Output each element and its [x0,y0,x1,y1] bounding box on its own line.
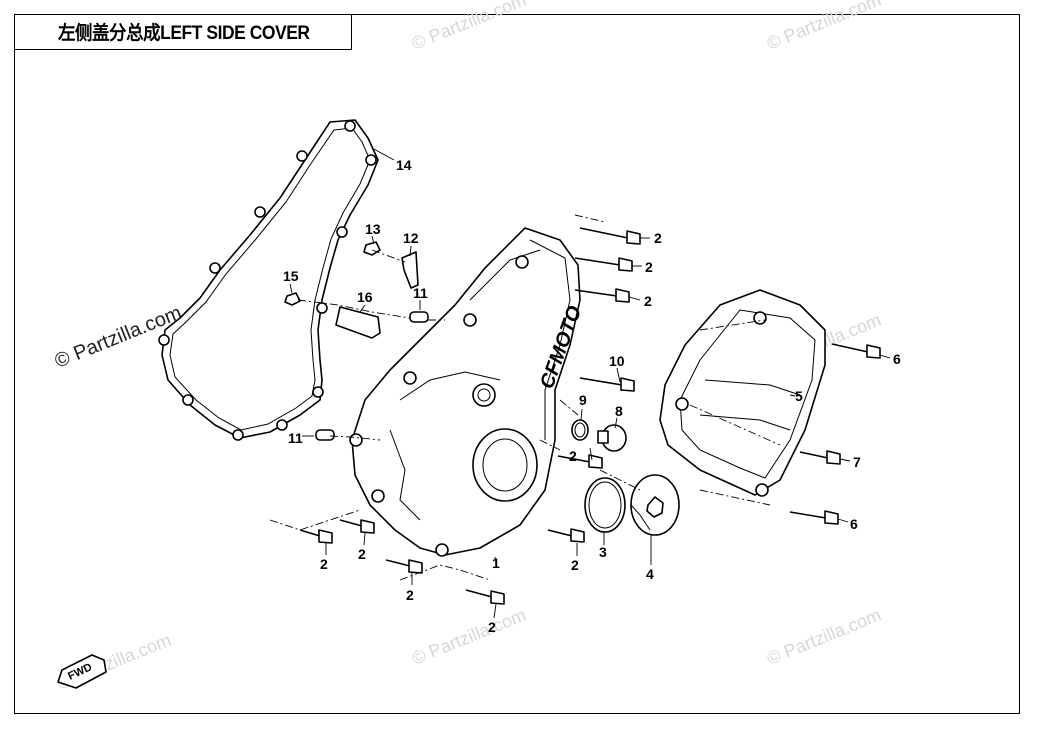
callout-3: 3 [599,544,607,560]
title-box [14,14,352,50]
plug-cap-4 [630,474,680,536]
callout-14: 14 [396,157,412,173]
callout-4: 4 [646,566,654,582]
gasket-14 [158,119,395,441]
dowel-11b [315,429,335,441]
bolt-2-b [574,257,633,272]
o-ring-3 [584,477,626,533]
callout-10: 10 [609,353,625,369]
clip-12 [401,251,419,289]
bolt-10 [579,377,635,392]
callout-13: 13 [365,221,381,237]
callout-8: 8 [615,403,623,419]
alignment-lines [269,214,781,581]
o-ring-9 [571,419,589,441]
fasteners [284,227,881,605]
callout-16: 16 [357,289,373,305]
watermark: © Partzilla.com [409,605,529,669]
callout-2: 2 [654,230,662,246]
bolt-2-a [579,227,641,245]
bolt-6-b [789,510,839,525]
plug-8 [597,424,627,452]
leader-lines [289,235,891,619]
callout-9: 9 [579,392,587,408]
bracket-16 [335,306,381,339]
callout-2: 2 [488,619,496,635]
callout-labels: 2 2 2 10 8 9 2 3 4 2 1 2 2 2 2 5 6 7 6 1… [283,157,901,635]
callout-11: 11 [413,285,428,301]
diagram-title: 左侧盖分总成LEFT SIDE COVER [58,23,310,44]
bolt-2-c [574,288,630,303]
callout-2: 2 [358,546,366,562]
callout-7: 7 [853,454,861,470]
callout-2: 2 [645,259,653,275]
outer-cover-5 [659,289,826,497]
bolt-13 [363,241,381,256]
callout-11: 11 [288,430,303,446]
bolt-2-d [557,454,603,469]
watermark: © Partzilla.com [764,605,884,669]
fwd-arrow: FWD [57,654,107,689]
drawing-frame [14,14,1020,714]
callout-2: 2 [320,556,328,572]
bolt-2-e [547,528,585,543]
callout-15: 15 [283,268,299,284]
callout-5: 5 [795,388,803,404]
watermark: © Partzilla.com [409,0,529,54]
bolt-15 [284,292,301,306]
bolt-7 [799,450,841,465]
watermark: © Partzilla.com [764,0,884,54]
side-cover-1: CFMOTO [349,227,586,557]
bolt-2-i [465,589,505,605]
bolt-2-h [385,559,423,574]
bolt-6-a [831,343,881,359]
bolt-2-f [299,529,333,544]
dowel-11a [409,311,429,323]
callout-6: 6 [850,516,858,532]
callout-1: 1 [492,555,500,571]
callout-2: 2 [644,293,652,309]
bolt-2-g [339,519,375,534]
callout-12: 12 [403,230,419,246]
callout-6: 6 [893,351,901,367]
callout-2: 2 [569,448,577,464]
callout-2: 2 [406,587,414,603]
callout-2: 2 [571,557,579,573]
